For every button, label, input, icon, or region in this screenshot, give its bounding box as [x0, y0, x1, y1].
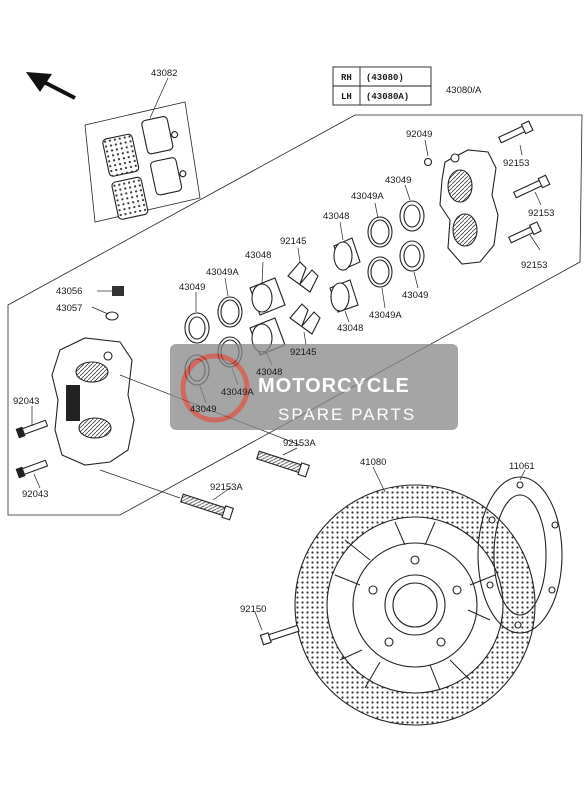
bleed-valve-icon — [105, 311, 119, 321]
direction-arrow-icon — [26, 72, 76, 100]
right-caliper-body — [439, 149, 499, 265]
label-41080: 41080 — [360, 457, 386, 468]
brake-pad-kit — [84, 101, 201, 223]
watermark-logo-icon — [180, 353, 250, 423]
disc-bolt — [259, 624, 300, 646]
table-rh-code: (43080) — [366, 73, 404, 83]
label-43049a-mid: 43049A — [206, 267, 239, 278]
label-92153-b: 92153 — [528, 208, 554, 219]
label-43048-r1: 43048 — [323, 211, 349, 222]
watermark: MOTORCYCLE SPARE PARTS — [170, 344, 458, 430]
watermark-title: MOTORCYCLE — [258, 375, 410, 397]
label-43057: 43057 — [56, 303, 82, 314]
label-43049-bot: 43049 — [190, 404, 216, 415]
side-code-table: RH (43080) LH (43080A) — [332, 66, 432, 106]
label-43056: 43056 — [56, 286, 82, 297]
label-43049a-r1: 43049A — [351, 191, 384, 202]
label-43049-left: 43049 — [179, 282, 205, 293]
label-43049-r2: 43049 — [402, 290, 428, 301]
left-caliper-body — [51, 337, 135, 466]
label-43048-r2: 43048 — [337, 323, 363, 334]
label-92049: 92049 — [406, 129, 432, 140]
bleed-cap-icon — [112, 286, 124, 296]
label-43048-mid: 43048 — [245, 250, 271, 261]
disc-gasket — [477, 476, 563, 634]
label-92153-a: 92153 — [503, 158, 529, 169]
table-lh: LH — [341, 92, 352, 102]
label-43080a: 43080/A — [446, 85, 482, 96]
label-92145-top: 92145 — [280, 236, 306, 247]
label-92145-bot: 92145 — [290, 347, 316, 358]
table-lh-code: (43080A) — [366, 92, 409, 102]
part-labels: 43082 43080/A 92049 92153 92153 92153 43… — [13, 68, 554, 615]
label-92150: 92150 — [240, 604, 266, 615]
label-11061: 11061 — [509, 461, 535, 472]
label-92043-bot: 92043 — [22, 489, 48, 500]
label-92043-top: 92043 — [13, 396, 39, 407]
label-43049-r1: 43049 — [385, 175, 411, 186]
label-92153-c: 92153 — [521, 260, 547, 271]
label-92153a-l: 92153A — [210, 482, 243, 493]
left-caliper-bolts — [15, 286, 311, 521]
brake-disc — [294, 484, 536, 726]
right-caliper-bolts — [423, 120, 551, 244]
label-92153a-r: 92153A — [283, 438, 316, 449]
label-43049a-bot: 43049A — [221, 387, 254, 398]
label-43082: 43082 — [151, 68, 177, 79]
label-43049a-r2: 43049A — [369, 310, 402, 321]
table-rh: RH — [341, 73, 352, 83]
caliper-assembly-outline — [7, 114, 583, 516]
spring-clips — [287, 261, 321, 335]
label-43048-bot: 43048 — [256, 367, 282, 378]
watermark-subtitle: SPARE PARTS — [278, 405, 416, 424]
upper-piston-row — [329, 200, 425, 313]
